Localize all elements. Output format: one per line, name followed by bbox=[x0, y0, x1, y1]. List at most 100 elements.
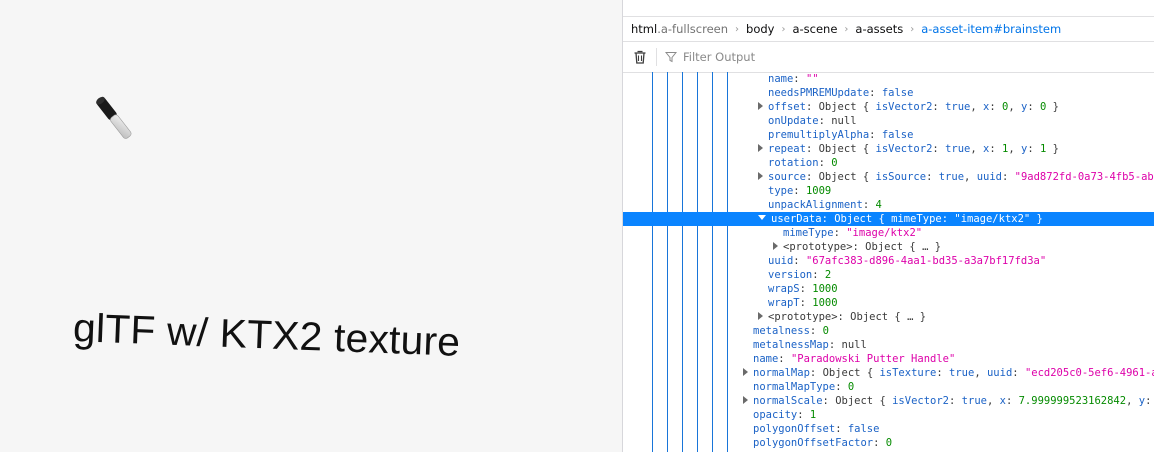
tree-token: 1 bbox=[809, 409, 817, 421]
tree-row[interactable]: opacity: 1 bbox=[623, 408, 1154, 422]
tree-row[interactable]: name: "" bbox=[623, 72, 1154, 86]
tree-token: isTexture bbox=[879, 367, 937, 379]
tree-row[interactable]: polygonOffset: false bbox=[623, 422, 1154, 436]
scene-caption: glTF w/ KTX2 texture bbox=[72, 306, 461, 365]
tree-token: polygonOffsetFactor bbox=[753, 437, 874, 449]
tree-token: "image/ktx2" bbox=[954, 213, 1031, 225]
tree-row[interactable]: rotation: 0 bbox=[623, 156, 1154, 170]
tree-row[interactable]: wrapS: 1000 bbox=[623, 282, 1154, 296]
tree-row[interactable]: normalScale: Object { isVector2: true, x… bbox=[623, 394, 1154, 408]
tree-token: type bbox=[768, 185, 794, 197]
collapsed-arrow-icon[interactable] bbox=[773, 242, 778, 250]
tree-token: 0 bbox=[822, 325, 829, 337]
breadcrumb-selector: .a-fullscreen bbox=[657, 22, 729, 36]
expanded-arrow-icon[interactable] bbox=[758, 215, 766, 220]
scene-viewport[interactable]: glTF w/ KTX2 texture bbox=[0, 0, 622, 452]
tree-row[interactable]: metalness: 0 bbox=[623, 324, 1154, 338]
tree-token: 7.999999523162842 bbox=[1018, 395, 1127, 407]
tree-token: <prototype>: Object { … } bbox=[768, 311, 927, 323]
tree-token: : bbox=[818, 157, 832, 169]
tree-row[interactable]: normalMapType: 0 bbox=[623, 380, 1154, 394]
tree-token: metalness bbox=[753, 325, 810, 337]
tree-token: Object { bbox=[818, 101, 876, 113]
breadcrumb-item[interactable]: a-scene bbox=[792, 22, 837, 36]
tree-token: repeat bbox=[768, 143, 806, 155]
tree-token: Object { bbox=[835, 395, 893, 407]
collapsed-arrow-icon[interactable] bbox=[743, 396, 748, 404]
tree-token: } bbox=[1046, 101, 1059, 113]
collapsed-arrow-icon[interactable] bbox=[758, 102, 763, 110]
tree-row[interactable]: unpackAlignment: 4 bbox=[623, 198, 1154, 212]
tree-row[interactable]: polygonOffsetFactor: 0 bbox=[623, 436, 1154, 450]
tree-token: 1 bbox=[1002, 143, 1009, 155]
tree-token: needsPMREMUpdate bbox=[768, 87, 870, 99]
tree-token: : bbox=[812, 269, 825, 281]
breadcrumb-item[interactable]: a-asset-item#brainstem bbox=[921, 22, 1061, 36]
tree-token: : bbox=[793, 185, 806, 197]
tree-token: false bbox=[881, 87, 914, 99]
breadcrumb-separator-icon: › bbox=[844, 23, 849, 35]
tree-row[interactable]: offset: Object { isVector2: true, x: 0, … bbox=[623, 100, 1154, 114]
breadcrumb-item[interactable]: body bbox=[746, 22, 774, 36]
tree-token: : bbox=[809, 325, 823, 337]
breadcrumb-separator-icon: › bbox=[910, 23, 915, 35]
tree-row[interactable]: mimeType: "image/ktx2" bbox=[623, 226, 1154, 240]
tree-token: , bbox=[1126, 395, 1139, 407]
tree-token: , bbox=[986, 395, 1000, 407]
tree-token: normalScale bbox=[753, 395, 823, 407]
tree-row[interactable]: userData: Object { mimeType: "image/ktx2… bbox=[623, 212, 1154, 226]
tree-token: "" bbox=[805, 73, 819, 85]
tree-row[interactable]: wrapT: 1000 bbox=[623, 296, 1154, 310]
tree-token: 0 bbox=[1039, 101, 1047, 113]
tree-token: Object { bbox=[818, 143, 876, 155]
tree-token: polygonOffset bbox=[753, 423, 836, 435]
trash-icon[interactable] bbox=[632, 49, 648, 65]
tree-token: premultiplyAlpha bbox=[768, 129, 870, 141]
tree-token: isSource bbox=[875, 171, 927, 183]
tree-token: : bbox=[797, 409, 810, 421]
tree-row[interactable]: needsPMREMUpdate: false bbox=[623, 86, 1154, 100]
collapsed-arrow-icon[interactable] bbox=[758, 144, 763, 152]
tree-token: , bbox=[970, 101, 984, 113]
tree-token: y bbox=[1138, 395, 1146, 407]
tree-row[interactable]: source: Object { isSource: true, uuid: "… bbox=[623, 170, 1154, 184]
devtools-panel: html.a-fullscreen›body›a-scene›a-assets›… bbox=[622, 0, 1154, 452]
tree-token: Object { bbox=[818, 171, 876, 183]
tree-row[interactable]: metalnessMap: null bbox=[623, 338, 1154, 352]
breadcrumb-separator-icon: › bbox=[781, 23, 786, 35]
tree-row[interactable]: <prototype>: Object { … } bbox=[623, 240, 1154, 254]
tree-row[interactable]: type: 1009 bbox=[623, 184, 1154, 198]
tree-row[interactable]: repeat: Object { isVector2: true, x: 1, … bbox=[623, 142, 1154, 156]
tree-row[interactable]: version: 2 bbox=[623, 268, 1154, 282]
tree-token: true bbox=[961, 395, 987, 407]
tree-row[interactable]: name: "Paradowski Putter Handle" bbox=[623, 352, 1154, 366]
filter-output-input[interactable] bbox=[681, 49, 985, 65]
tree-token: userData bbox=[771, 213, 822, 225]
breadcrumb-tag: a-asset-item bbox=[921, 22, 994, 36]
tree-token: : bbox=[1012, 367, 1025, 379]
tree-token: <prototype>: Object { … } bbox=[783, 241, 942, 253]
tree-row[interactable]: <prototype>: Object { … } bbox=[623, 310, 1154, 324]
tree-token: onUpdate bbox=[768, 115, 819, 127]
tree-token: rotation bbox=[768, 157, 819, 169]
breadcrumb-item[interactable]: html.a-fullscreen bbox=[631, 22, 728, 36]
collapsed-arrow-icon[interactable] bbox=[758, 172, 763, 180]
tree-token: 1000 bbox=[812, 283, 838, 295]
tree-row[interactable]: uuid: "67afc383-d896-4aa1-bd35-a3a7bf17f… bbox=[623, 254, 1154, 268]
tree-token: null bbox=[831, 115, 857, 127]
tree-token: , bbox=[964, 171, 977, 183]
breadcrumb-tag: a-scene bbox=[792, 22, 838, 36]
collapsed-arrow-icon[interactable] bbox=[743, 368, 748, 376]
tree-row[interactable]: premultiplyAlpha: false bbox=[623, 128, 1154, 142]
tree-token: : bbox=[778, 353, 791, 365]
collapsed-arrow-icon[interactable] bbox=[758, 312, 763, 320]
tree-token: : bbox=[805, 171, 819, 183]
filter-box bbox=[665, 49, 1154, 65]
tree-row[interactable]: normalMap: Object { isTexture: true, uui… bbox=[623, 366, 1154, 380]
tree-token: : bbox=[932, 143, 946, 155]
tree-token: Object { bbox=[834, 213, 892, 225]
breadcrumb-item[interactable]: a-assets bbox=[855, 22, 903, 36]
tree-row[interactable]: onUpdate: null bbox=[623, 114, 1154, 128]
tree-token: : bbox=[873, 437, 886, 449]
